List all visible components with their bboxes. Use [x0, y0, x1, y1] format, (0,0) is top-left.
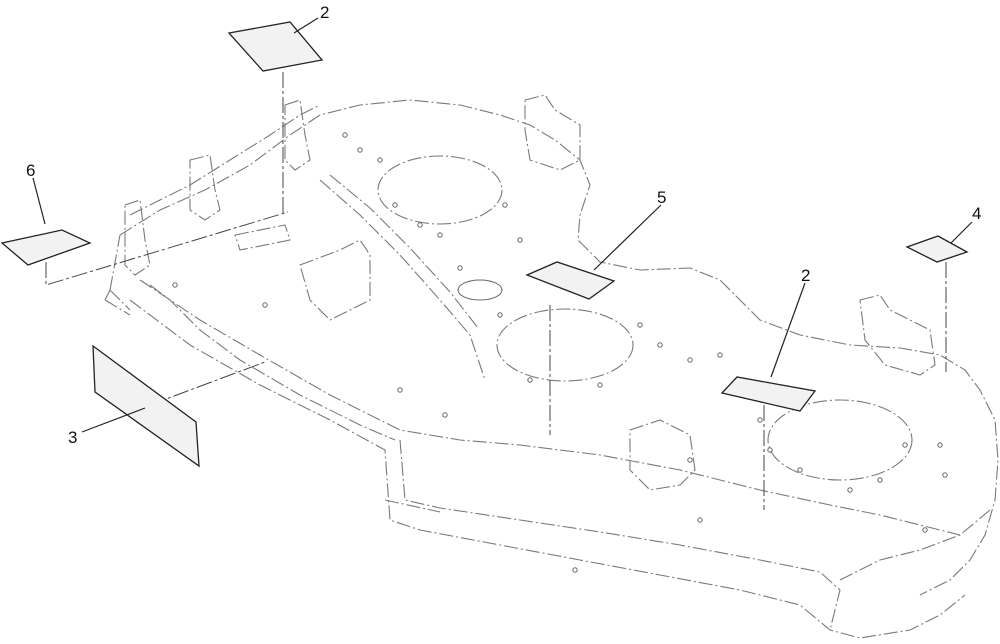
callout-2-top: 2 — [320, 3, 329, 22]
leader-3 — [81, 407, 146, 433]
leader-6 — [32, 177, 46, 225]
leader-5 — [593, 204, 662, 271]
spindle-openings — [377, 155, 913, 481]
decal-4 — [905, 235, 969, 263]
callout-4: 4 — [972, 204, 981, 223]
decal-2-right — [720, 376, 817, 412]
mower-deck-outline — [104, 99, 999, 639]
callout-6: 6 — [26, 161, 35, 180]
leader-2-right — [770, 282, 806, 378]
callout-labels: 2 6 5 4 2 3 — [26, 3, 981, 447]
decal-alignment-lines — [45, 72, 947, 510]
decal-2-top — [227, 21, 324, 72]
callout-3: 3 — [68, 428, 77, 447]
mounting-brackets — [124, 94, 936, 491]
decal-6 — [0, 229, 92, 266]
decal-3 — [92, 344, 200, 468]
decals — [0, 21, 969, 468]
leader-2-top — [293, 17, 319, 34]
callout-5: 5 — [657, 188, 666, 207]
decal-5 — [525, 261, 616, 300]
leader-4 — [950, 221, 973, 244]
leader-lines — [32, 17, 973, 433]
callout-2-right: 2 — [801, 266, 810, 285]
bolt-holes — [172, 132, 948, 573]
